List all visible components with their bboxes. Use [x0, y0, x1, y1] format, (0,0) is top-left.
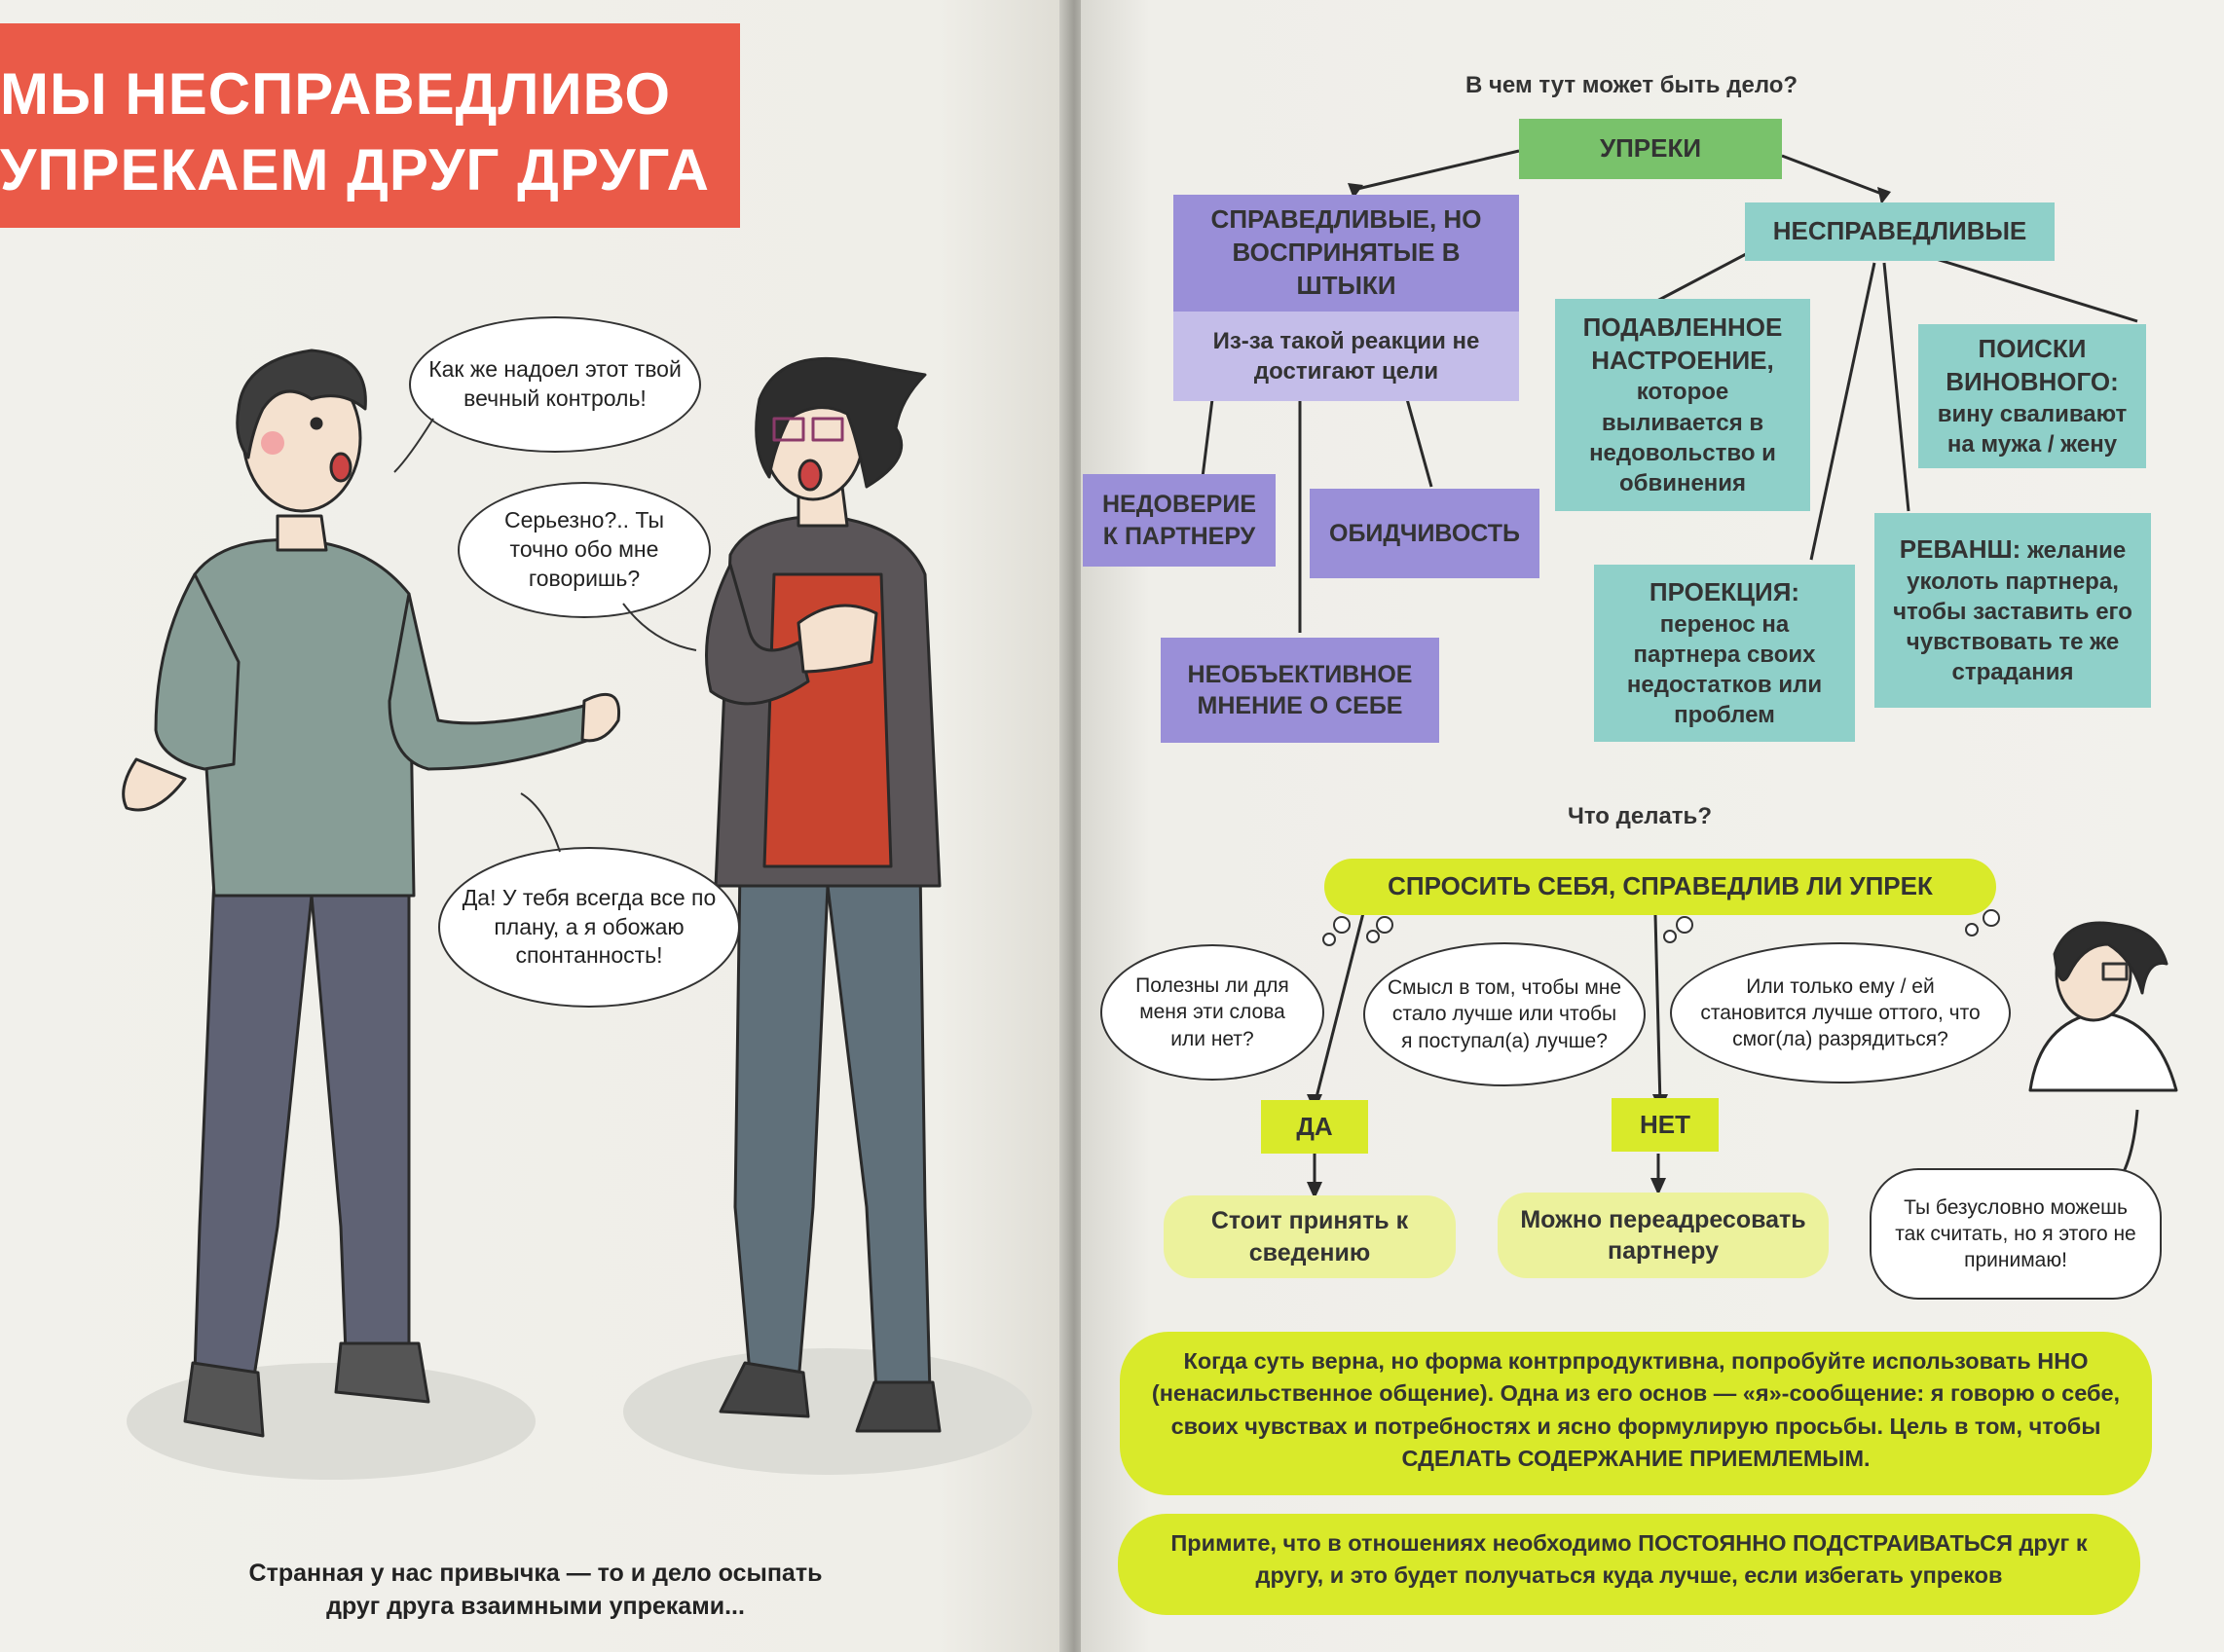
touchiness-box: ОБИДЧИВОСТЬ	[1310, 489, 1539, 578]
bubble-tails	[393, 418, 697, 853]
depressed-mood-box: ПОДАВЛЕННОЕ НАСТРОЕНИЕ, которое выливает…	[1555, 299, 1810, 511]
fair-title: СПРАВЕДЛИВЫЕ, НО ВОСПРИНЯТЫЕ В ШТЫКИ	[1210, 204, 1482, 300]
right-page: В чем тут может быть дело? УПРЕКИ СПРАВЕ…	[1081, 0, 2224, 1652]
woman-illustration	[623, 356, 1032, 1475]
culprit-search-box: ПОИСКИ ВИНОВНОГО: вину сваливают на мужа…	[1918, 324, 2146, 468]
yes-result-box: Стоит принять к сведению	[1164, 1195, 1456, 1278]
woman-speech-bubble: Ты безусловно можешь так считать, но я э…	[1870, 1168, 2162, 1300]
distrust-label: НЕДОВЕРИЕ К ПАРТНЕРУ	[1101, 491, 1257, 550]
fair-subtitle: Из-за такой реакции не достигают цели	[1212, 327, 1480, 385]
culprit-body: вину сваливают на мужа / жену	[1937, 400, 2128, 458]
no-result-label: Можно переадресовать партнеру	[1520, 1205, 1806, 1266]
chapter-title-banner: МЫ НЕСПРАВЕДЛИВО УПРЕКАЕМ ДРУГ ДРУГА	[0, 23, 740, 228]
left-page: МЫ НЕСПРАВЕДЛИВО УПРЕКАЕМ ДРУГ ДРУГА	[0, 0, 1066, 1652]
unfair-box: НЕСПРАВЕДЛИВЫЕ	[1745, 202, 2055, 261]
speech-bubble-woman-1: Серьезно?.. Ты точно обо мне говоришь?	[458, 482, 711, 618]
projection-box: ПРОЕКЦИЯ: перенос на партнера своих недо…	[1594, 565, 1855, 742]
question-heading-1: В чем тут может быть дело?	[1465, 72, 1798, 98]
distrust-box: НЕДОВЕРИЕ К ПАРТНЕРУ	[1083, 474, 1276, 567]
adapt-tip-text-1: Примите, что в отношениях необходимо	[1170, 1530, 1639, 1556]
speech-bubble-man-2: Да! У тебя всегда все по плану, а я обож…	[438, 847, 740, 1008]
root-box-reproaches: УПРЕКИ	[1519, 119, 1782, 179]
adapt-tip-box: Примите, что в отношениях необходимо ПОС…	[1118, 1514, 2140, 1615]
culprit-head: ПОИСКИ ВИНОВНОГО:	[1946, 334, 2119, 396]
projection-head: ПРОЕКЦИЯ:	[1649, 576, 1800, 606]
thought-bubble-3: Или только ему / ей становится лучше отт…	[1670, 942, 2011, 1083]
biased-self-opinion-box: НЕОБЪЕКТИВНОЕ МНЕНИЕ О СЕБЕ	[1161, 638, 1439, 743]
revenge-head: РЕВАНШ:	[1899, 533, 2021, 564]
thinking-woman-illustration	[2028, 921, 2178, 1092]
caption-line-1: Странная у нас привычка — то и дело осып…	[248, 1560, 823, 1587]
no-result-box: Можно переадресовать партнеру	[1498, 1193, 1829, 1278]
ask-yourself-box: СПРОСИТЬ СЕБЯ, СПРАВЕДЛИВ ЛИ УПРЕК	[1324, 859, 1996, 915]
thought-bubble-2: Смысл в том, чтобы мне стало лучше или ч…	[1363, 942, 1646, 1086]
revenge-box: РЕВАНШ: желание уколоть партнера, чтобы …	[1874, 513, 2151, 708]
nvc-tip-text: Когда суть верна, но форма контрпродукти…	[1151, 1348, 2121, 1439]
root-label: УПРЕКИ	[1599, 133, 1702, 164]
yes-box: ДА	[1261, 1100, 1368, 1154]
title-line-2: УПРЕКАЕМ ДРУГ ДРУГА	[0, 137, 710, 202]
left-page-caption: Странная у нас привычка — то и дело осып…	[195, 1558, 876, 1624]
fair-title-box: СПРАВЕДЛИВЫЕ, НО ВОСПРИНЯТЫЕ В ШТЫКИ	[1173, 195, 1519, 312]
ask-yourself-label: СПРОСИТЬ СЕБЯ, СПРАВЕДЛИВ ЛИ УПРЕК	[1388, 871, 1933, 901]
no-box: НЕТ	[1612, 1098, 1719, 1152]
speech-bubble-man-1: Как же надоел этот твой вечный контроль!	[409, 316, 701, 453]
unfair-label: НЕСПРАВЕДЛИВЫЕ	[1772, 216, 2027, 246]
fair-reproaches-node: СПРАВЕДЛИВЫЕ, НО ВОСПРИНЯТЫЕ В ШТЫКИ Из-…	[1173, 195, 1519, 401]
no-label: НЕТ	[1640, 1109, 1690, 1139]
adapt-tip-text-2: друг к другу, и это будет получаться куд…	[1255, 1530, 2088, 1589]
depressed-head: ПОДАВЛЕННОЕ НАСТРОЕНИЕ,	[1582, 312, 1783, 375]
nvc-tip-box: Когда суть верна, но форма контрпродукти…	[1120, 1332, 2152, 1495]
title-line-1: МЫ НЕСПРАВЕДЛИВО	[0, 61, 672, 127]
yes-result-label: Стоит принять к сведению	[1210, 1207, 1409, 1267]
man-illustration	[122, 349, 621, 1480]
projection-body: перенос на партнера своих недостатков ил…	[1626, 610, 1823, 729]
touchiness-label: ОБИДЧИВОСТЬ	[1329, 519, 1520, 547]
adapt-tip-emphasis: ПОСТОЯННО ПОДСТРАИВАТЬСЯ	[1638, 1530, 2013, 1556]
yes-label: ДА	[1296, 1111, 1333, 1141]
revenge-text: РЕВАНШ: желание уколоть партнера, чтобы …	[1890, 533, 2135, 688]
nvc-tip-emphasis: СДЕЛАТЬ СОДЕРЖАНИЕ ПРИЕМЛЕМЫМ.	[1401, 1446, 1871, 1472]
thought-dots	[1322, 909, 2000, 946]
caption-line-2: друг друга взаимными упреками...	[326, 1592, 745, 1620]
fair-subtitle-box: Из-за такой реакции не достигают цели	[1173, 312, 1519, 401]
question-heading-2: Что делать?	[1568, 803, 1712, 829]
biased-self-opinion-label: НЕОБЪЕКТИВНОЕ МНЕНИЕ О СЕБЕ	[1187, 660, 1413, 720]
depressed-body: которое выливается в недовольство и обви…	[1589, 379, 1776, 496]
revenge-body: желание уколоть партнера, чтобы заставит…	[1893, 536, 2132, 686]
thought-bubble-1: Полезны ли для меня эти слова или нет?	[1100, 944, 1324, 1081]
